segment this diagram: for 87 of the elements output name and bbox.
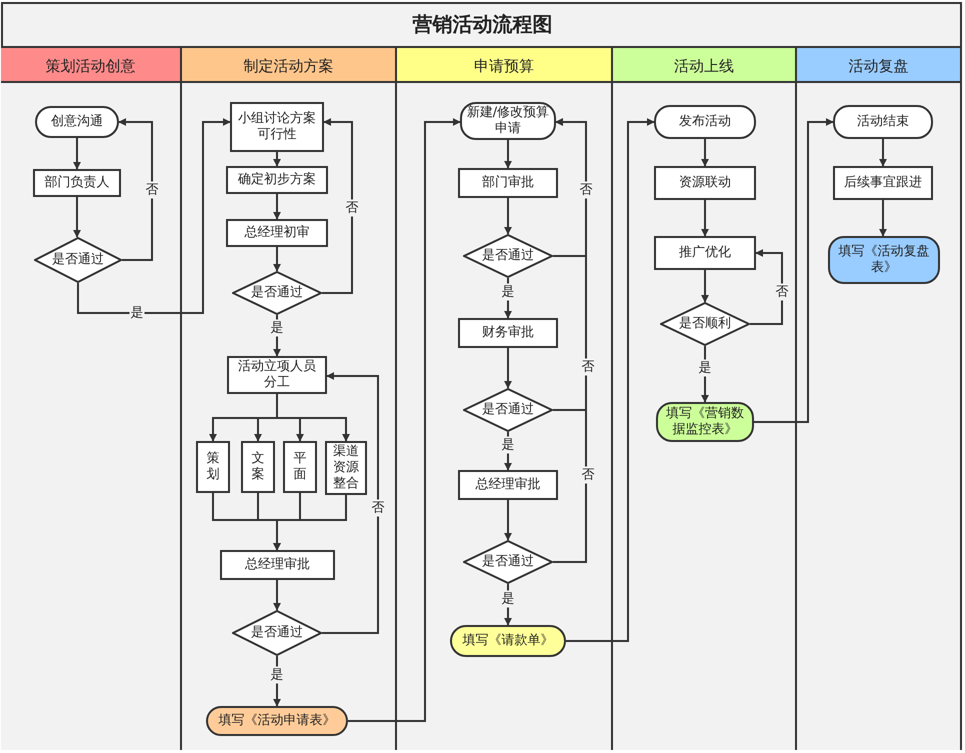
terminal-box: 活动结束: [833, 105, 933, 139]
diagram-title: 营销活动流程图: [412, 11, 554, 38]
edge-label: 否: [144, 182, 160, 198]
edge-label: 否: [580, 358, 596, 376]
process-box: 活动立项人员分工: [227, 356, 327, 394]
decision-diamond: 是否通过: [463, 540, 553, 584]
process-box: 部门审批: [458, 168, 558, 198]
process-box: 渠道资源整合: [325, 441, 367, 495]
arrow: [77, 118, 231, 314]
lane-header: 活动复盘: [797, 46, 960, 83]
arrow: [322, 118, 353, 294]
decision-diamond: 是否通过: [463, 234, 553, 278]
terminal-box: 填写《活动申请表》: [206, 706, 348, 736]
swimlane: [397, 46, 613, 750]
process-box: 推广优化: [654, 236, 756, 270]
arrow: [504, 500, 512, 541]
arrow: [273, 152, 281, 167]
terminal-box: 新建/修改预算申请: [460, 102, 556, 140]
arrow: [273, 580, 281, 611]
process-box: 财务审批: [458, 318, 558, 348]
arrow: [566, 118, 655, 642]
edge-label: 是: [500, 590, 516, 608]
arrow: [879, 139, 887, 167]
process-box: 文案: [241, 441, 275, 493]
arrow: [504, 278, 512, 319]
arrow: [504, 198, 512, 235]
edge-label: 是: [270, 666, 284, 684]
terminal-box: 填写《活动复盘表》: [828, 236, 940, 284]
terminal-box: 创意沟通: [35, 106, 119, 138]
decision-diamond: 是否通过: [34, 237, 122, 283]
edge-label: 否: [370, 500, 386, 516]
decision-diamond: 是否通过: [232, 610, 322, 656]
process-box: 策划: [196, 441, 230, 493]
arrow: [701, 346, 709, 403]
decision-diamond: 是否通过: [463, 388, 553, 432]
arrow: [879, 200, 887, 237]
swimlane: [1, 46, 182, 750]
edge-label: 否: [580, 466, 596, 484]
edge-label: 是: [500, 284, 516, 300]
arrow: [273, 495, 347, 551]
arrow: [118, 118, 153, 261]
decision-diamond: 是否顺利: [660, 302, 750, 346]
arrow: [750, 249, 783, 325]
arrow: [754, 118, 834, 423]
lane-header: 策划活动创意: [1, 46, 180, 83]
process-box: 部门负责人: [33, 169, 121, 197]
edge-label: 是: [130, 304, 144, 322]
lane-header: 制定活动方案: [182, 46, 395, 83]
arrow: [504, 140, 512, 169]
terminal-box: 发布活动: [654, 105, 756, 139]
edge-label: 是: [500, 436, 516, 454]
arrow: [504, 432, 512, 471]
edge-label: 否: [774, 284, 790, 300]
edge-label: 否: [344, 200, 360, 216]
terminal-box: 填写《请款单》: [450, 625, 566, 657]
arrow: [273, 656, 281, 707]
arrow: [504, 348, 512, 389]
swimlane: [182, 46, 397, 750]
arrow: [322, 372, 379, 634]
process-box: 确定初步方案: [226, 166, 328, 194]
arrow: [701, 270, 709, 303]
edge-label: 是: [698, 360, 712, 376]
arrow: [348, 118, 461, 722]
process-box: 小组讨论方案可行性: [230, 102, 324, 152]
decision-diamond: 是否通过: [232, 271, 322, 315]
process-box: 总经理初审: [226, 219, 328, 247]
swimlane: [613, 46, 797, 750]
arrow: [701, 139, 709, 167]
swimlane: [797, 46, 962, 750]
arrow: [701, 200, 709, 237]
arrow: [273, 194, 281, 220]
arrow: [504, 584, 512, 626]
lane-header: 申请预算: [397, 46, 611, 83]
edge-label: 否: [578, 182, 594, 198]
process-box: 总经理审批: [220, 550, 335, 580]
arrow: [73, 138, 81, 170]
arrow: [553, 118, 587, 563]
process-box: 后续事宜跟进: [833, 166, 933, 200]
arrow: [73, 197, 81, 238]
process-box: 平面: [283, 441, 317, 493]
process-box: 资源联动: [654, 166, 756, 200]
process-box: 总经理审批: [458, 470, 558, 500]
arrow: [273, 247, 281, 272]
terminal-box: 填写《营销数据监控表》: [656, 402, 754, 442]
edge-label: 是: [270, 320, 284, 336]
lane-header: 活动上线: [613, 46, 795, 83]
arrow: [273, 315, 281, 357]
